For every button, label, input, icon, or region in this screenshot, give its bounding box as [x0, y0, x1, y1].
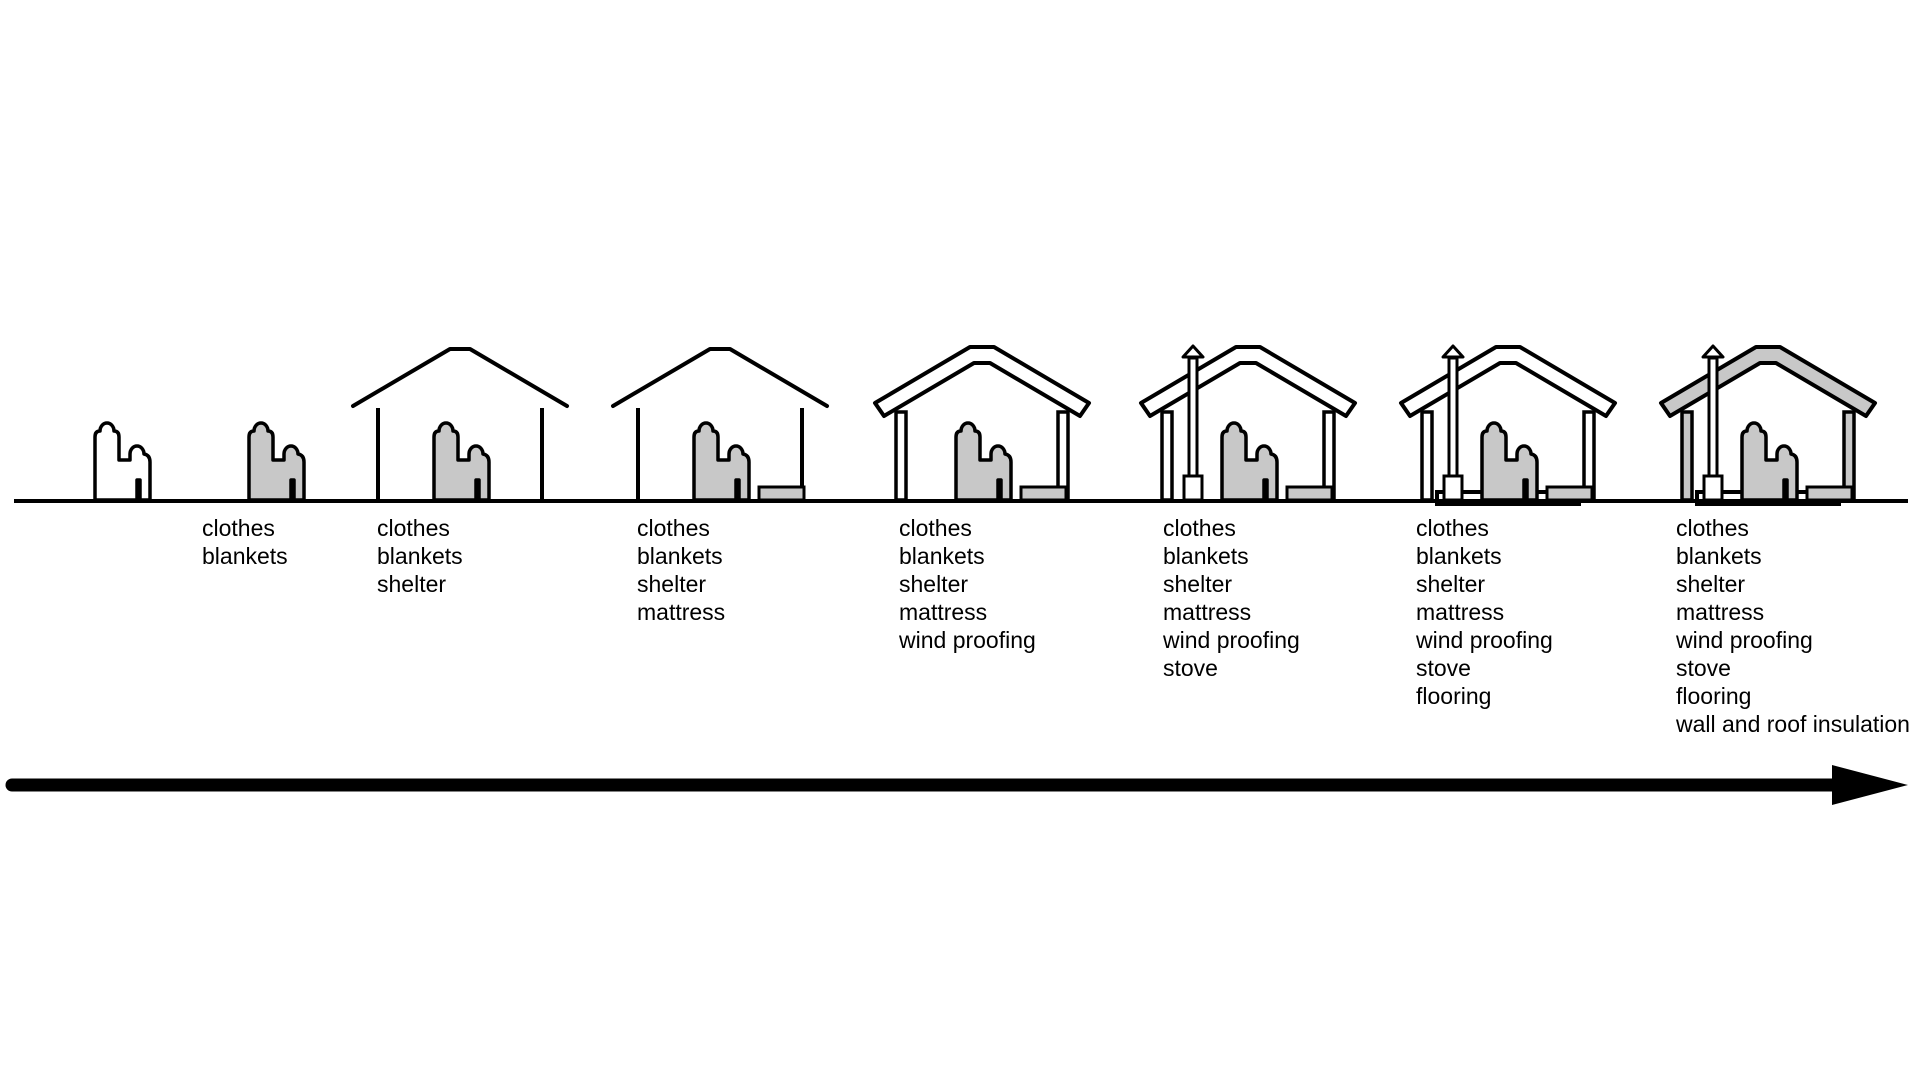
need-item: clothes [1676, 515, 1749, 541]
stage-7-illustration [1399, 344, 1617, 506]
need-item: mattress [1163, 599, 1252, 625]
roof-double [1659, 345, 1877, 418]
stage-2-illustration [247, 421, 306, 502]
need-item: blankets [899, 543, 985, 569]
left-wall [1160, 410, 1174, 502]
roof-double [873, 345, 1091, 418]
need-item: mattress [1416, 599, 1505, 625]
progress-arrow [5, 765, 1908, 805]
family-figure [247, 421, 306, 502]
need-item: stove [1676, 655, 1731, 681]
roof-line [351, 347, 569, 408]
need-item: mattress [637, 599, 726, 625]
mattress [1019, 485, 1068, 502]
family-figure [432, 421, 491, 502]
family-figure [1220, 421, 1279, 502]
need-item: clothes [899, 515, 972, 541]
mattress [1285, 485, 1334, 502]
need-item: shelter [377, 571, 447, 597]
mattress [1545, 485, 1594, 502]
mattress [1805, 485, 1854, 502]
need-item: clothes [377, 515, 450, 541]
stage-8-illustration [1659, 344, 1877, 506]
stove-body [1442, 474, 1464, 502]
family-figure [692, 421, 751, 502]
left-wall [1680, 410, 1694, 502]
need-item: blankets [1163, 543, 1249, 569]
family-figure [1480, 421, 1539, 502]
stove-pipe [1447, 356, 1459, 478]
stove-pipe-cap [1181, 344, 1205, 359]
need-item: flooring [1416, 683, 1492, 709]
stage-4-illustration [611, 347, 829, 502]
need-item: shelter [1416, 571, 1486, 597]
left-wall [1420, 410, 1434, 502]
stage-5-illustration [873, 345, 1091, 502]
need-item: mattress [899, 599, 988, 625]
need-item: blankets [202, 543, 288, 569]
need-item: shelter [1163, 571, 1233, 597]
need-item: clothes [1163, 515, 1236, 541]
need-item: stove [1163, 655, 1218, 681]
stove-pipe [1707, 356, 1719, 478]
need-item: shelter [637, 571, 707, 597]
stage-3-illustration [351, 347, 569, 502]
roof-double [1399, 345, 1617, 418]
stove-body [1182, 474, 1204, 502]
mattress [757, 485, 806, 502]
family-figure [93, 421, 152, 502]
need-item: blankets [1416, 543, 1502, 569]
roof-line [611, 347, 829, 408]
stove-pipe-cap [1701, 344, 1725, 359]
need-item: clothes [637, 515, 710, 541]
need-item: wind proofing [1163, 627, 1300, 653]
need-item: shelter [899, 571, 969, 597]
stage-6-illustration [1139, 344, 1357, 502]
family-figure [1740, 421, 1799, 502]
need-item: flooring [1676, 683, 1752, 709]
need-item: wind proofing [1416, 627, 1553, 653]
stage-1-illustration [93, 421, 152, 502]
need-item: blankets [637, 543, 723, 569]
stove-pipe [1187, 356, 1199, 478]
need-item: clothes [202, 515, 275, 541]
stove-pipe-cap [1441, 344, 1465, 359]
need-item: mattress [1676, 599, 1765, 625]
need-item: wind proofing [1676, 627, 1813, 653]
need-item: clothes [1416, 515, 1489, 541]
need-item: blankets [377, 543, 463, 569]
need-item: wind proofing [899, 627, 1036, 653]
need-item: blankets [1676, 543, 1762, 569]
left-wall [894, 410, 908, 502]
stove-body [1702, 474, 1724, 502]
roof-double [1139, 345, 1357, 418]
progress-arrow-head [1832, 765, 1908, 805]
need-item: shelter [1676, 571, 1746, 597]
family-figure [954, 421, 1013, 502]
need-item: wall and roof insulation [1676, 711, 1910, 737]
need-item: stove [1416, 655, 1471, 681]
